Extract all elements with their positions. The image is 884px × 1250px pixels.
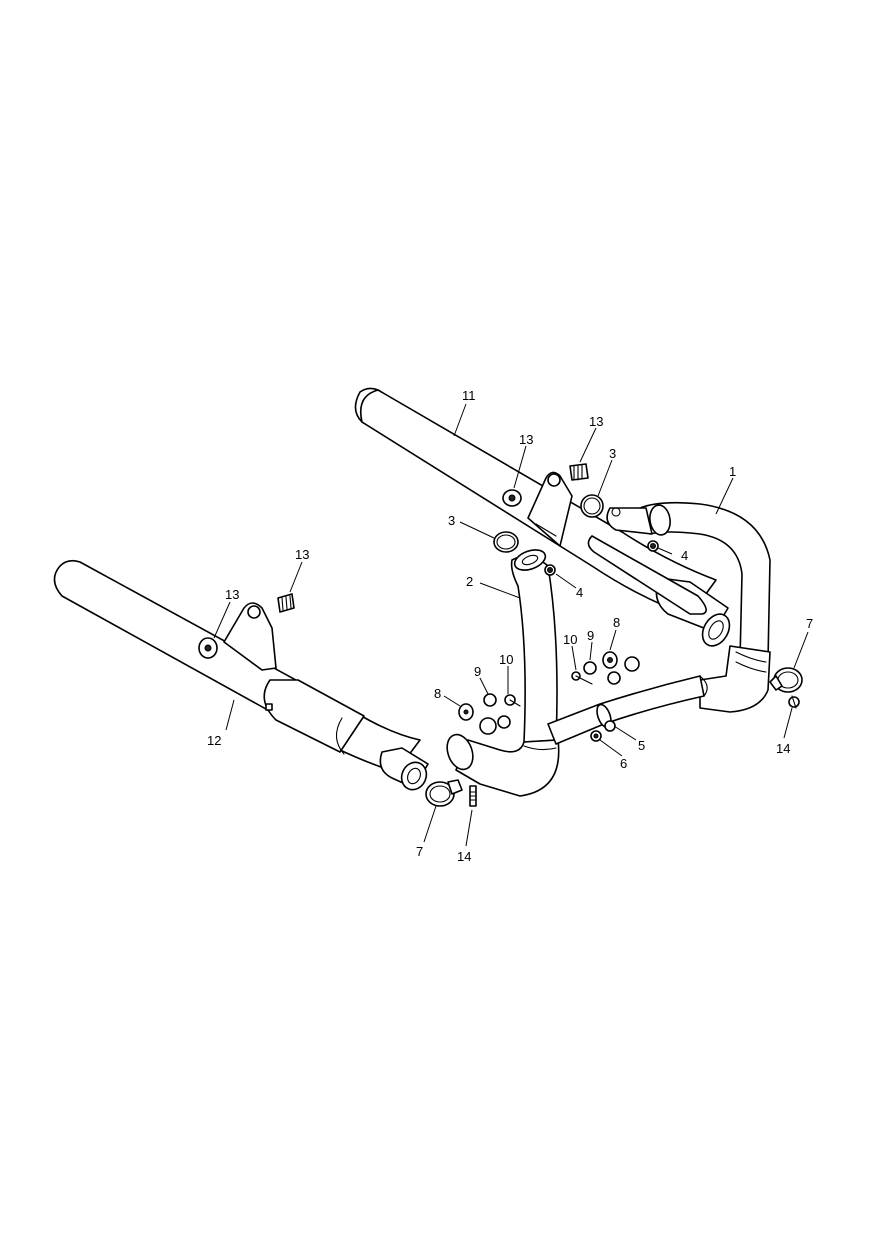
- nut-lower: [544, 564, 556, 576]
- callout-13-top-right: 13: [589, 414, 603, 429]
- callout-4-lower: 4: [576, 585, 583, 600]
- gasket-upper: [580, 494, 604, 518]
- silencer-left: [53, 559, 429, 791]
- callout-14-left: 14: [457, 849, 471, 864]
- callout-8-left: 8: [434, 686, 441, 701]
- callout-10-left: 10: [499, 652, 513, 667]
- callout-2: 2: [466, 574, 473, 589]
- callout-14-right: 14: [776, 741, 790, 756]
- callout-9-right: 9: [587, 628, 594, 643]
- mount-hardware-right: [571, 651, 640, 685]
- callout-5: 5: [638, 738, 645, 753]
- callout-13-top-left: 13: [519, 432, 533, 447]
- mount-nut-upper-left: [502, 489, 522, 507]
- nut-upper: [647, 540, 659, 552]
- mount-nut-lower-right: [277, 593, 295, 613]
- callout-12: 12: [207, 733, 221, 748]
- crossover-clamp: [596, 703, 616, 732]
- callout-3-lower: 3: [448, 513, 455, 528]
- callout-13-lower-right: 13: [295, 547, 309, 562]
- header-pipe-right: [606, 501, 771, 713]
- silencer-right: [354, 387, 731, 647]
- callout-3-upper: 3: [609, 446, 616, 461]
- callout-1: 1: [729, 464, 736, 479]
- callout-4-upper: 4: [681, 548, 688, 563]
- callout-7-right: 7: [806, 616, 813, 631]
- callout-13-lower-left: 13: [225, 587, 239, 602]
- clamp-bolt-left: [469, 785, 477, 807]
- leader-lines: [213, 403, 809, 847]
- callout-11: 11: [462, 388, 476, 403]
- gasket-lower: [493, 531, 519, 553]
- silencer-clamp-left: [425, 779, 463, 807]
- callout-9-left: 9: [474, 664, 481, 679]
- mount-hardware-left: [458, 693, 521, 735]
- clamp-bolt: [590, 730, 602, 742]
- header-pipe-left: [446, 549, 708, 797]
- silencer-clamp-right: [769, 667, 803, 693]
- callout-8-right: 8: [613, 615, 620, 630]
- callout-7-left: 7: [416, 844, 423, 859]
- mount-nut-upper-right: [569, 463, 589, 481]
- mount-nut-lower-left: [198, 637, 218, 659]
- callout-10-right: 10: [563, 632, 577, 647]
- callout-6: 6: [620, 756, 627, 771]
- callout-labels: 1 2 3 3 4 4 5 6 7 7 8 8 9 9 10 10 11 12 …: [207, 388, 813, 864]
- clamp-bolt-right: [788, 695, 800, 709]
